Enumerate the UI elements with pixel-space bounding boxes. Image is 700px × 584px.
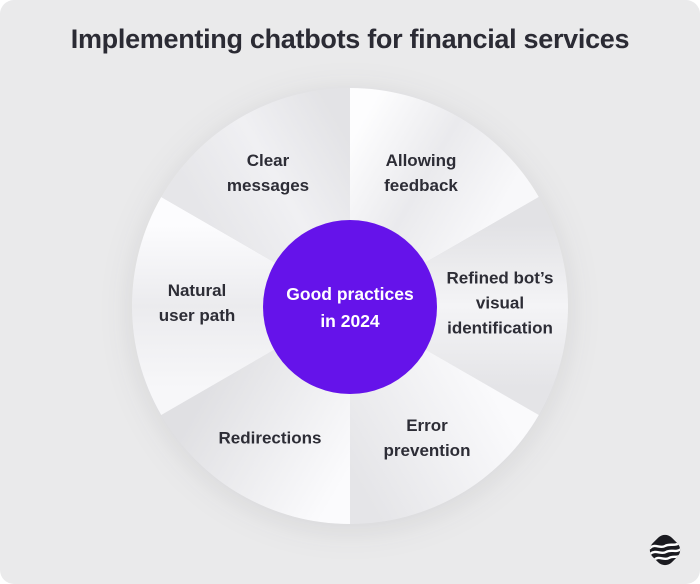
wedge-natural-user-path	[131, 197, 350, 415]
center-circle	[263, 220, 437, 394]
brand-logo-waves	[648, 540, 683, 562]
wedge-refined-bots-visual-identification	[350, 197, 569, 415]
segment-label-refined-bots-visual-identification: Refined bot’s visual identification	[446, 268, 554, 338]
page-title: Implementing chatbots for financial serv…	[70, 24, 630, 54]
brand-logo-icon	[648, 534, 683, 566]
segment-label-clear-messages: Clear messages	[226, 151, 310, 195]
segment-label-redirections: Redirections	[218, 428, 322, 448]
segment-label-error-prevention: Error prevention	[383, 416, 471, 460]
center-circle-label: Good practices in 2024	[286, 284, 414, 331]
segment-label-allowing-feedback: Allowing feedback	[384, 151, 458, 195]
segment-label-natural-user-path: Natural user path	[158, 281, 236, 325]
